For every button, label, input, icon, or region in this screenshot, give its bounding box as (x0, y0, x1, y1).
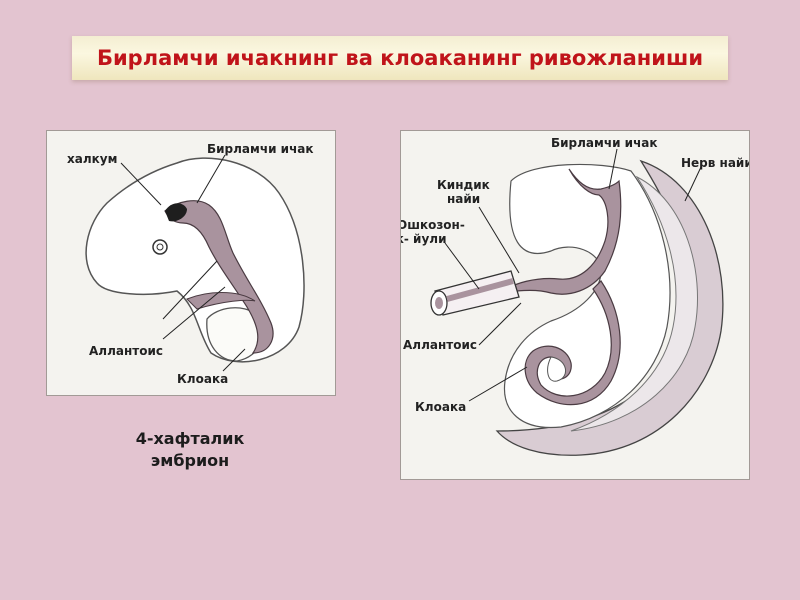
leader-line (468, 366, 528, 402)
right-diagram-panel: Бирламчи ичак Нерв найи Киндик найи Ошко… (400, 130, 750, 480)
embryo-caption: 4-хафталик эмбрион (120, 428, 260, 472)
leader-line (120, 162, 162, 206)
label-vitelline-1: Ошкозон- (401, 218, 465, 232)
hindgut-tube (524, 280, 621, 406)
label-primary-gut-right: Бирламчи ичак (551, 136, 658, 150)
left-diagram-panel: халкум Бирламчи ичак Аллантоис Клоака (46, 130, 336, 396)
primary-gut-tube (496, 168, 622, 298)
leader-line (478, 302, 522, 346)
leader-line (162, 286, 226, 340)
leader-line (684, 166, 702, 202)
label-cloaca-right: Клоака (415, 400, 466, 414)
pharynx-blob (165, 203, 187, 222)
label-umbilical-2: найи (447, 192, 480, 206)
label-allantois-right: Аллантоис (403, 338, 477, 352)
label-umbilical-1: Киндик (437, 178, 490, 192)
left-embryo-illustration: халкум Бирламчи ичак Аллантоис Клоака (67, 142, 314, 386)
leader-line (196, 154, 226, 204)
label-halqum: халкум (67, 152, 117, 166)
leader-line (222, 348, 246, 372)
title-banner: Бирламчи ичакнинг ва клоаканинг ривожлан… (72, 36, 728, 80)
caption-line-1: 4-хафталик (135, 429, 245, 448)
leader-line (608, 148, 618, 190)
heart-ring (152, 239, 168, 255)
caption-line-2: эмбрион (150, 451, 230, 470)
label-allantois-left: Аллантоис (89, 344, 163, 358)
right-embryo-illustration: Бирламчи ичак Нерв найи Киндик найи Ошко… (401, 136, 749, 456)
page-title: Бирламчи ичакнинг ва клоаканинг ривожлан… (96, 46, 704, 70)
leader-line (478, 206, 520, 274)
cloaca-region (547, 356, 566, 382)
leader-line (162, 260, 218, 320)
label-vitelline-2: ичак- йули (401, 232, 446, 246)
leader-line (444, 242, 480, 290)
label-nerve-tube: Нерв найи (681, 156, 749, 170)
label-cloaca-left: Клоака (177, 372, 228, 386)
embryo-body-region (503, 163, 671, 429)
label-primary-gut-left: Бирламчи ичак (207, 142, 314, 156)
